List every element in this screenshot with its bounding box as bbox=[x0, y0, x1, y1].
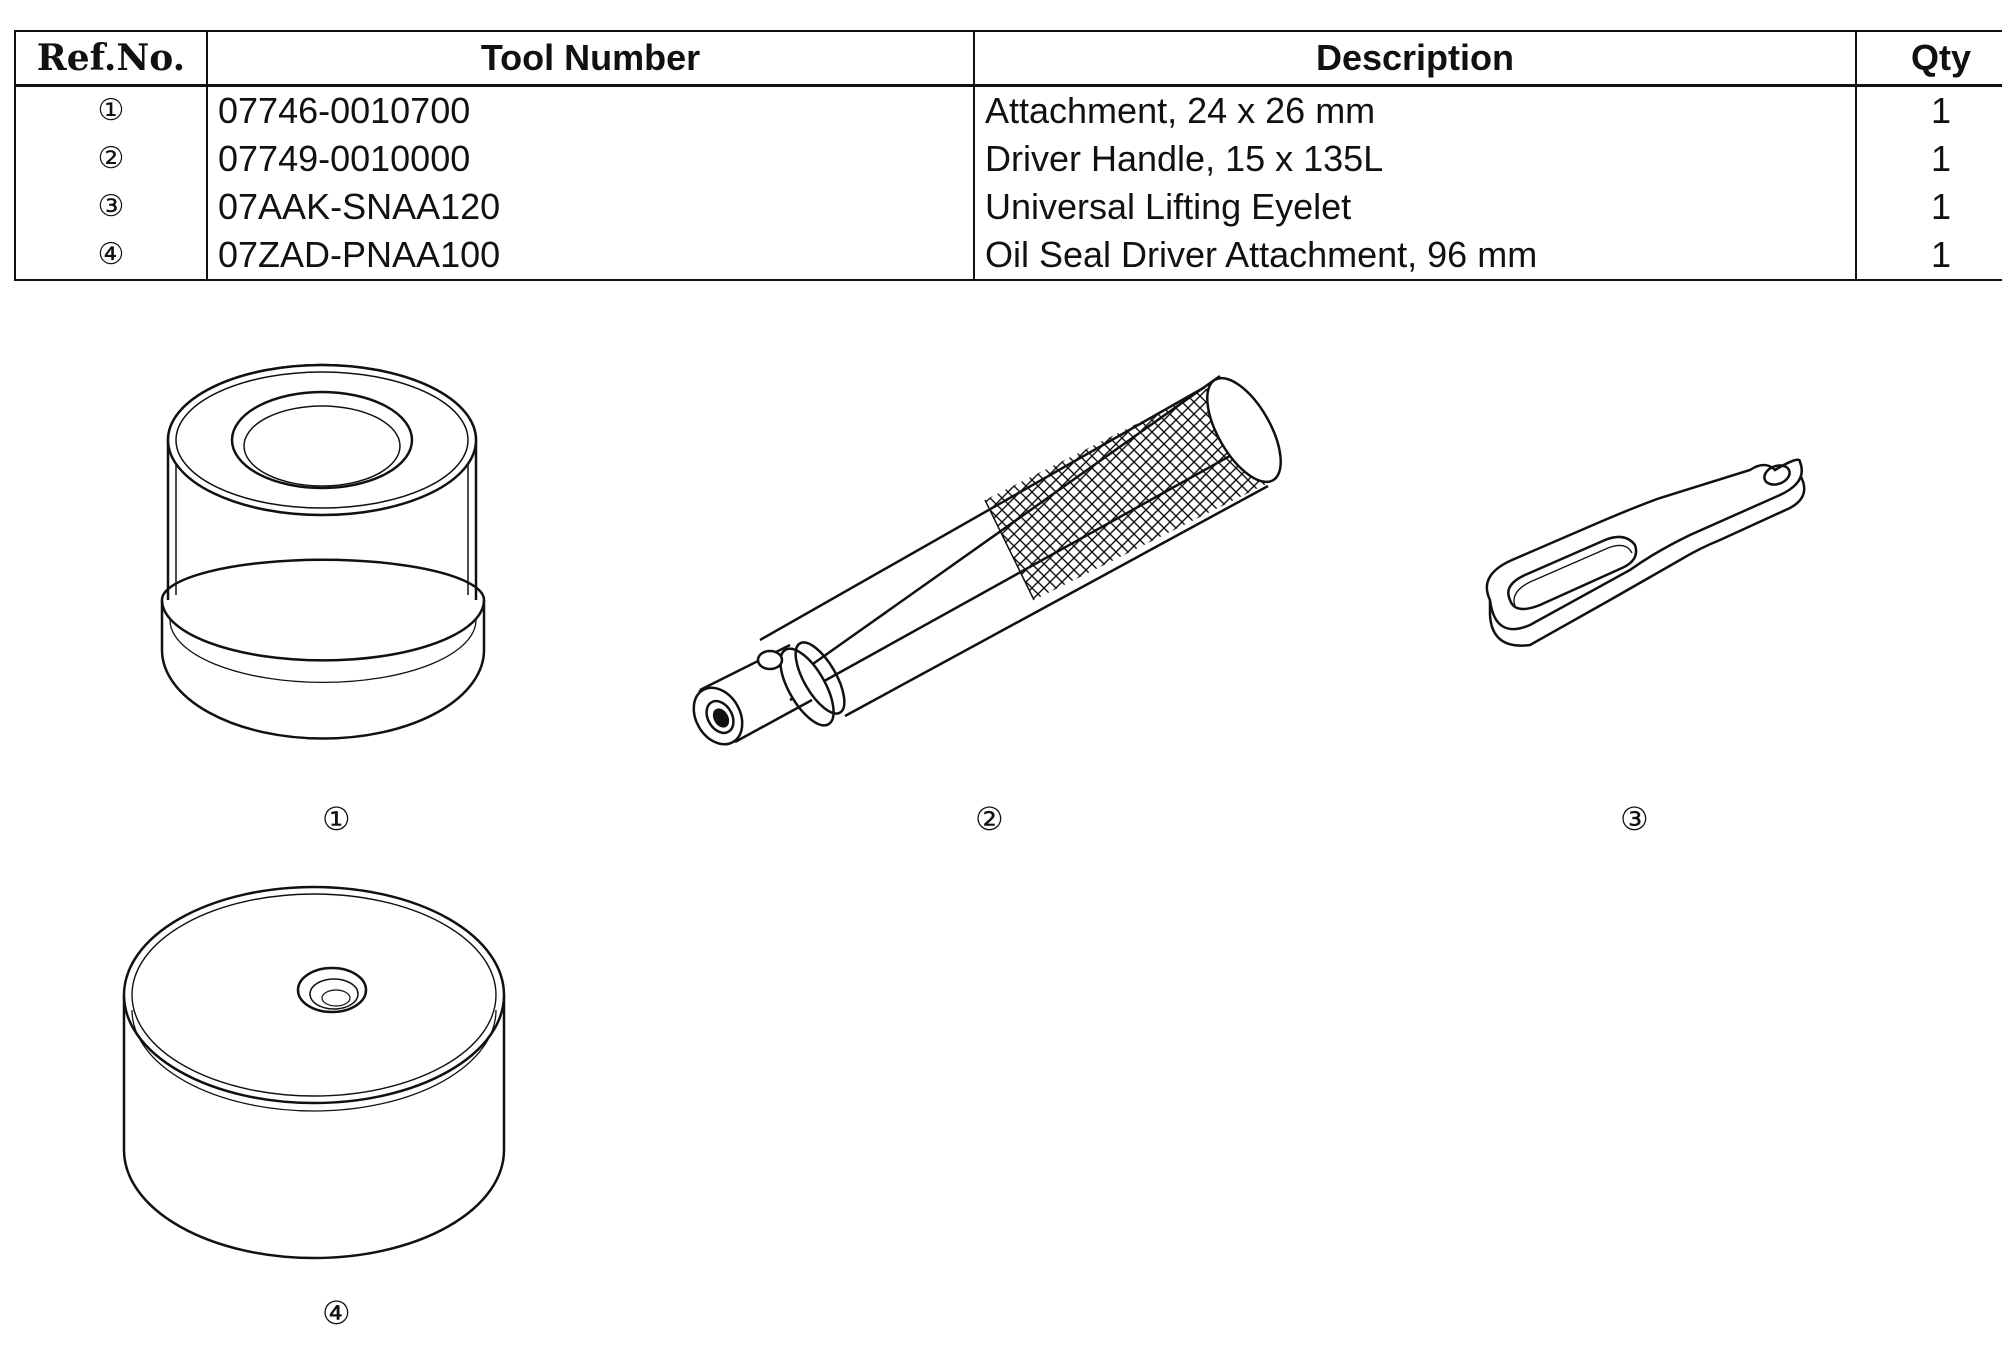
cell-tool-number: 07ZAD-PNAA100 bbox=[206, 231, 975, 281]
cell-ref: ④ bbox=[14, 231, 208, 281]
lifting-eyelet-drawing bbox=[1485, 458, 1806, 647]
header-ref-no: Ref.No. bbox=[14, 30, 208, 87]
callout-lifting-eyelet: ③ bbox=[1620, 800, 1649, 838]
cell-description: Driver Handle, 15 x 135L bbox=[973, 135, 1857, 183]
callout-attachment: ① bbox=[322, 800, 351, 838]
cell-qty: 1 bbox=[1855, 231, 2002, 281]
table-row: ④ 07ZAD-PNAA100 Oil Seal Driver Attachme… bbox=[14, 231, 2002, 281]
cell-qty: 1 bbox=[1855, 135, 2002, 183]
header-tool-number: Tool Number bbox=[206, 30, 975, 87]
attachment-drawing bbox=[160, 363, 486, 740]
cell-tool-number: 07AAK-SNAA120 bbox=[206, 183, 975, 231]
callout-seal-driver: ④ bbox=[322, 1294, 351, 1332]
cell-ref: ① bbox=[14, 85, 208, 135]
header-qty: Qty bbox=[1855, 30, 2002, 87]
cell-description: Universal Lifting Eyelet bbox=[973, 183, 1857, 231]
header-description: Description bbox=[973, 30, 1857, 87]
special-tools-table: Ref.No. Tool Number Description Qty ① 07… bbox=[14, 30, 2002, 281]
cell-tool-number: 07746-0010700 bbox=[206, 85, 975, 135]
table-header-row: Ref.No. Tool Number Description Qty bbox=[14, 30, 2002, 87]
cell-qty: 1 bbox=[1855, 183, 2002, 231]
table-row: ② 07749-0010000 Driver Handle, 15 x 135L… bbox=[14, 135, 2002, 183]
cell-qty: 1 bbox=[1855, 85, 2002, 135]
cell-description: Oil Seal Driver Attachment, 96 mm bbox=[973, 231, 1857, 281]
table-row: ③ 07AAK-SNAA120 Universal Lifting Eyelet… bbox=[14, 183, 2002, 231]
cell-ref: ② bbox=[14, 135, 208, 183]
callout-driver-handle: ② bbox=[975, 800, 1004, 838]
cell-description: Attachment, 24 x 26 mm bbox=[973, 85, 1857, 135]
seal-driver-drawing bbox=[122, 885, 506, 1260]
table-row: ① 07746-0010700 Attachment, 24 x 26 mm 1 bbox=[14, 85, 2002, 135]
cell-tool-number: 07749-0010000 bbox=[206, 135, 975, 183]
driver-handle-drawing bbox=[692, 374, 1282, 746]
cell-ref: ③ bbox=[14, 183, 208, 231]
